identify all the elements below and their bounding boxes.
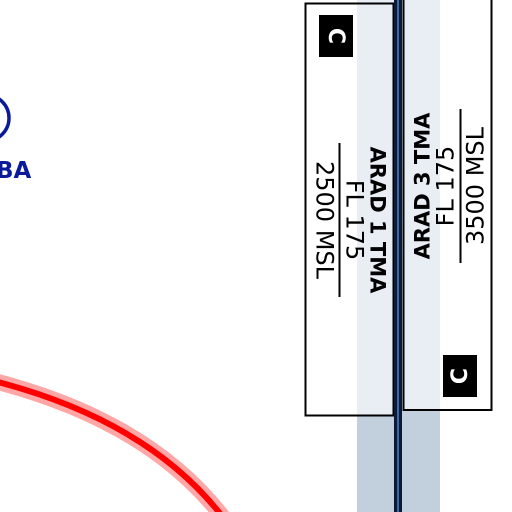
arad3-zone-tint xyxy=(402,0,440,410)
arad1-tma-label: ARAD 1 TMA FL 175 2500 MSL xyxy=(310,143,390,297)
arad3-class-badge: C xyxy=(443,355,477,397)
arad1-zone-tint xyxy=(357,0,395,416)
navaid-circle-icon xyxy=(0,97,11,139)
arad1-upper-limit: FL 175 xyxy=(340,179,369,261)
arad3-label-box xyxy=(402,0,493,411)
arad3-tma-name: ARAD 3 TMA xyxy=(410,112,435,260)
arad1-tma-name: ARAD 1 TMA xyxy=(365,146,390,294)
arad3-upper-limit: FL 175 xyxy=(431,145,460,227)
arad1-limit-divider xyxy=(338,143,341,297)
arad1-label-box xyxy=(304,2,395,417)
arad3-tma-label: ARAD 3 TMA FL 175 3500 MSL xyxy=(410,109,490,263)
navaid-label: BA xyxy=(0,158,32,184)
restricted-area-halo xyxy=(0,374,229,512)
arad1-lower-limit: 2500 MSL xyxy=(310,160,339,280)
arad3-lower-limit: 3500 MSL xyxy=(461,126,490,246)
arad1-class-badge: C xyxy=(319,15,353,57)
restricted-area-arc xyxy=(0,379,223,512)
